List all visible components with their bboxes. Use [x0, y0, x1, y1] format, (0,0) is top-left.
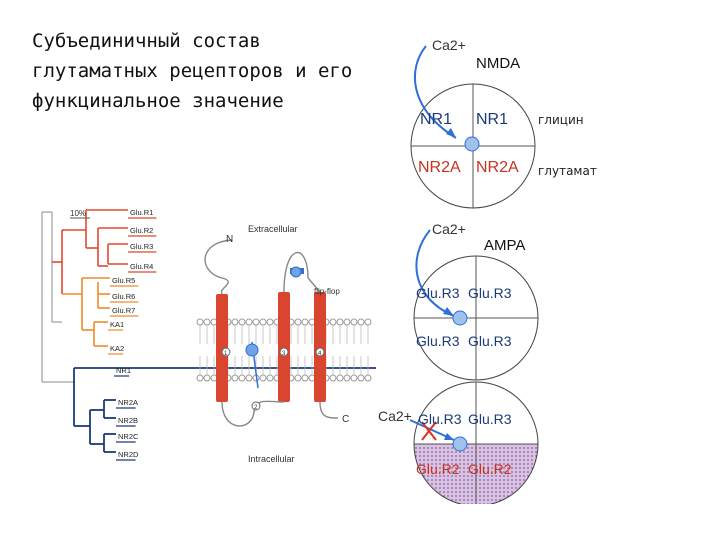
lipid-head: [336, 318, 344, 326]
lipid-head: [238, 318, 246, 326]
lipid-head: [350, 318, 358, 326]
ampa-receptor-diagram: Ca2+ AMPA Glu.R3 Glu.R3 Glu.R3 Glu.R3 Gl…: [402, 218, 550, 504]
ampa-c2-top-left: Glu.R3: [418, 411, 462, 427]
ampa-c1-bottom-left: Glu.R3: [416, 333, 460, 349]
tree-leaf-label: Glu.R1: [130, 208, 153, 217]
glutamate-label: глутамат: [538, 164, 597, 178]
flip-flop-label: flip-flop: [314, 287, 340, 296]
lipid-head: [238, 374, 246, 382]
segment-label-4: 4: [318, 351, 322, 357]
tree-leaf-label: KA1: [110, 320, 124, 329]
transmembrane-segment-4: [314, 292, 326, 402]
lipid-head: [252, 318, 260, 326]
lipid-head: [196, 374, 204, 382]
lipid-head: [343, 374, 351, 382]
segment-label-1: 1: [224, 351, 228, 357]
segment-label-2: 2: [254, 405, 258, 411]
nmda-subunit-top-left: NR1: [420, 111, 452, 128]
tree-leaf-label: KA2: [110, 344, 124, 353]
ampa-c2-top-right: Glu.R3: [468, 411, 512, 427]
tree-leaf-label: NR1: [116, 366, 131, 375]
ampa-c2-bottom-right: Glu.R2: [468, 461, 512, 477]
receptor-tree-and-topology: 10% Glu.R1Glu.R2Glu.R3Glu.R4Glu.R5Glu.R6…: [38, 182, 376, 502]
lipid-head: [301, 374, 309, 382]
transmembrane-segment-3: [278, 292, 290, 402]
lipid-head: [364, 374, 372, 382]
lipid-head: [301, 318, 309, 326]
lipid-head: [196, 318, 204, 326]
lipid-head: [294, 318, 302, 326]
tree-leaf-label: Glu.R6: [112, 292, 135, 301]
lipid-head: [203, 318, 211, 326]
tree-leaf-label: NR2D: [118, 450, 139, 459]
tree-leaf-label: Glu.R7: [112, 306, 135, 315]
ampa-c1-bottom-right: Glu.R3: [468, 333, 512, 349]
ampa-c1-top-right: Glu.R3: [468, 285, 512, 301]
nmda-subunit-top-right: NR1: [476, 111, 508, 128]
lipid-head: [343, 318, 351, 326]
tree-leaves: Glu.R1Glu.R2Glu.R3Glu.R4Glu.R5Glu.R6Glu.…: [108, 208, 157, 461]
lipid-head: [357, 374, 365, 382]
lipid-head: [266, 374, 274, 382]
ampa-c2-bottom-left: Glu.R2: [416, 461, 460, 477]
segment-label-3: 3: [282, 351, 286, 357]
tree-leaf-label: Glu.R3: [130, 242, 153, 251]
tree-leaf-label: Glu.R5: [112, 276, 135, 285]
nmda-ion-label: Ca2+: [432, 37, 466, 53]
pore-loop-icon: [245, 343, 259, 357]
lipid-head: [329, 318, 337, 326]
scale-label: 10%: [70, 209, 86, 218]
ampa-name: AMPA: [484, 237, 525, 254]
nmda-subunit-bottom-left: NR2A: [418, 159, 461, 176]
ampa-c1-top-left: Glu.R3: [416, 285, 460, 301]
lipid-head: [231, 318, 239, 326]
lipid-head: [364, 318, 372, 326]
tree-leaf-label: Glu.R4: [130, 262, 153, 271]
tree-leaf-label: NR2C: [118, 432, 139, 441]
transmembrane-segment-1: [216, 294, 228, 402]
tree-leaf-label: NR2B: [118, 416, 138, 425]
nmda-name: NMDA: [476, 55, 520, 72]
lipid-head: [266, 318, 274, 326]
tree-leaf-label: NR2A: [118, 398, 138, 407]
lipid-head: [294, 374, 302, 382]
lipid-head: [245, 374, 253, 382]
lipid-head: [231, 374, 239, 382]
intracellular-label: Intracellular: [248, 454, 295, 464]
lipid-head: [203, 374, 211, 382]
page-title: Субъединичный состав глутаматных рецепто…: [32, 30, 353, 112]
lipid-head: [329, 374, 337, 382]
lipid-head: [336, 374, 344, 382]
lipid-head: [259, 318, 267, 326]
ampa-lower-ion-label: Ca2+: [378, 408, 412, 424]
tree-leaf-label: Glu.R2: [130, 226, 153, 235]
lipid-head: [245, 318, 253, 326]
nmda-receptor-diagram: Ca2+ NMDA NR1 NR1 NR2A NR2A: [408, 28, 538, 216]
extracellular-label: Extracellular: [248, 224, 298, 234]
ampa-ion-label: Ca2+: [432, 221, 466, 237]
c-terminus-label: C: [342, 414, 349, 425]
glycine-label: глицин: [538, 113, 584, 127]
nmda-subunit-bottom-right: NR2A: [476, 159, 519, 176]
n-terminus-label: N: [226, 234, 233, 245]
lipid-head: [259, 374, 267, 382]
lipid-head: [350, 374, 358, 382]
lipid-head: [357, 318, 365, 326]
